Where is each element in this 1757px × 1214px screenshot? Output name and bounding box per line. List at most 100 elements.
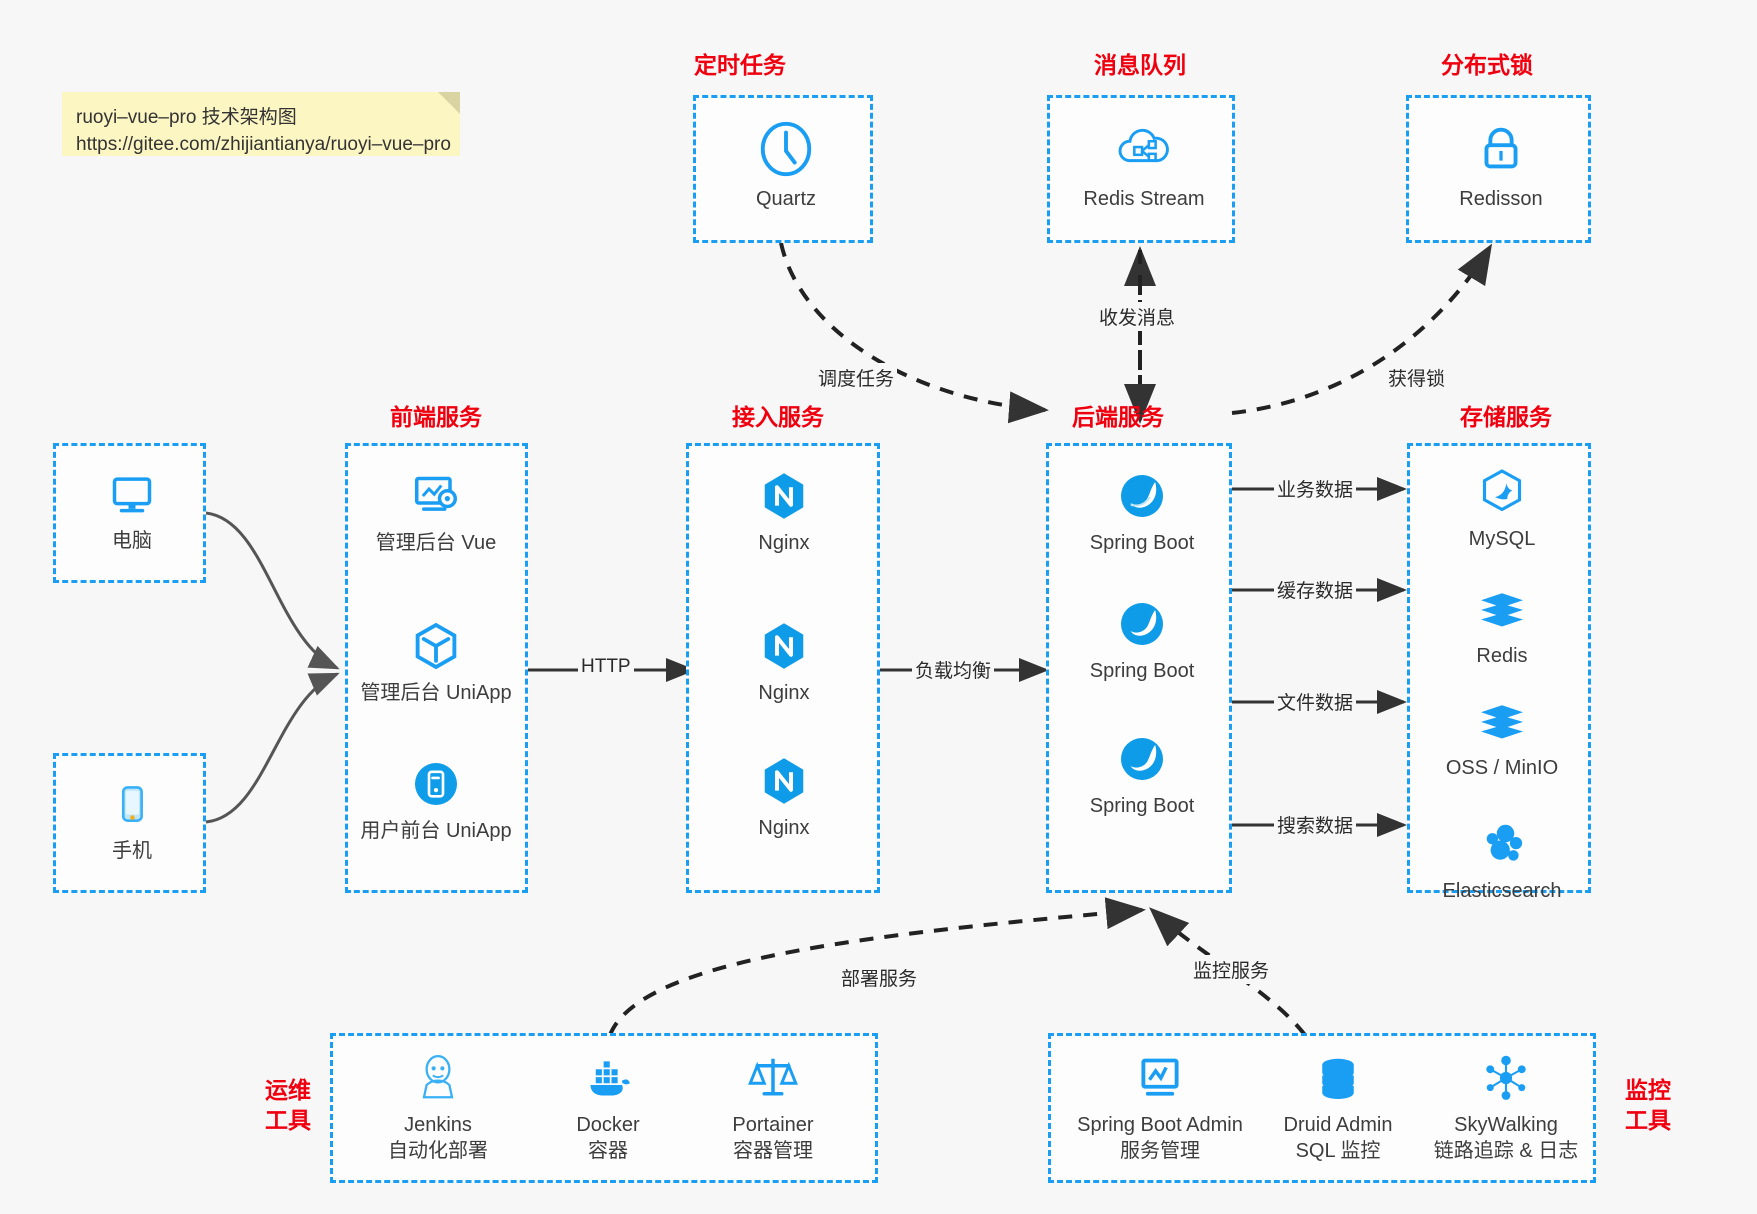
node-label: 管理后台 UniApp <box>360 682 512 704</box>
spring-icon <box>1121 603 1163 645</box>
group-box-client-mobile: 手机 <box>53 753 206 893</box>
node-admin-uniapp[interactable]: 管理后台 UniApp <box>351 618 521 706</box>
node-label: Portainer <box>732 1114 814 1136</box>
edge-label-cache-data: 缓存数据 <box>1274 575 1357 604</box>
nginx-icon <box>764 758 804 804</box>
devops-title-line-1: 运维 <box>265 1077 311 1103</box>
nginx-icon <box>764 473 804 519</box>
edge-label-load-balance: 负载均衡 <box>912 655 995 684</box>
node-label: 用户前台 UniApp <box>360 820 512 842</box>
node-label: Redis Stream <box>1083 188 1205 210</box>
lock-icon <box>1484 127 1518 169</box>
node-nginx-1[interactable]: Nginx <box>699 468 869 556</box>
group-title-mq: 消息队列 <box>1094 52 1186 78</box>
skywalking-icon <box>1486 1055 1526 1100</box>
node-label: Spring Boot Admin <box>1077 1114 1243 1136</box>
node-sublabel: 链路追踪 & 日志 <box>1433 1140 1579 1162</box>
node-label: 电脑 <box>112 530 152 552</box>
node-label: Jenkins <box>404 1114 472 1136</box>
node-user-uniapp[interactable]: 用户前台 UniApp <box>351 756 521 844</box>
edge-label-send-receive-msg: 收发消息 <box>1096 302 1179 331</box>
node-redisson[interactable]: Redisson <box>1416 118 1586 212</box>
node-nginx-2[interactable]: Nginx <box>699 618 869 706</box>
node-label: 手机 <box>112 840 152 862</box>
edge-label-monitor-service: 监控服务 <box>1190 955 1273 984</box>
node-label: Redisson <box>1459 188 1543 210</box>
devops-title-line-2: 工具 <box>265 1107 311 1133</box>
node-druid-admin[interactable]: Druid Admin SQL 监控 <box>1253 1050 1423 1164</box>
node-label: Druid Admin <box>1283 1114 1393 1136</box>
oss-icon <box>1481 705 1523 739</box>
node-skywalking[interactable]: SkyWalking 链路追踪 & 日志 <box>1421 1050 1591 1164</box>
database-icon <box>1322 1058 1354 1099</box>
monitor-chart-icon <box>1141 1058 1179 1096</box>
monitor-title-line-1: 监控 <box>1625 1077 1671 1103</box>
mysql-icon <box>1482 469 1522 512</box>
node-label: Redis <box>1476 645 1528 667</box>
node-mysql[interactable]: MySQL <box>1417 464 1587 552</box>
group-title-gateway: 接入服务 <box>732 404 824 430</box>
nginx-icon <box>764 623 804 669</box>
jenkins-icon <box>422 1054 454 1099</box>
cloud-stream-icon <box>1118 128 1169 163</box>
edge-label-schedule-task: 调度任务 <box>815 363 898 392</box>
node-label: Nginx <box>758 532 810 554</box>
node-redis-stream[interactable]: Redis Stream <box>1059 118 1229 212</box>
node-spring-boot-3[interactable]: Spring Boot <box>1057 731 1227 819</box>
group-title-devops: 运维 工具 <box>258 1075 318 1135</box>
node-nginx-3[interactable]: Nginx <box>699 753 869 841</box>
group-box-monitor: Spring Boot Admin 服务管理 Druid Admin SQL 监… <box>1048 1033 1596 1183</box>
group-box-devops: Jenkins 自动化部署 Docker 容器 <box>330 1033 878 1183</box>
node-label: Docker <box>576 1114 640 1136</box>
node-sublabel: 容器管理 <box>733 1140 813 1162</box>
node-label: OSS / MinIO <box>1445 757 1559 779</box>
spring-icon <box>1121 738 1163 780</box>
node-desktop[interactable]: 电脑 <box>47 466 217 554</box>
node-sublabel: SQL 监控 <box>1295 1140 1381 1162</box>
edge-label-deploy-service: 部署服务 <box>838 963 921 992</box>
node-spring-boot-1[interactable]: Spring Boot <box>1057 468 1227 556</box>
node-mobile[interactable]: 手机 <box>47 776 217 864</box>
node-portainer[interactable]: Portainer 容器管理 <box>688 1050 858 1164</box>
edge-label-search-data: 搜索数据 <box>1274 810 1357 839</box>
clock-icon <box>760 121 812 177</box>
node-sublabel: 自动化部署 <box>388 1140 488 1162</box>
node-label: Elasticsearch <box>1442 880 1562 902</box>
node-label: MySQL <box>1468 528 1536 550</box>
dashboard-icon <box>415 476 457 511</box>
node-sublabel: 容器 <box>588 1140 628 1162</box>
group-box-lock: Redisson <box>1406 95 1591 243</box>
node-spring-boot-admin[interactable]: Spring Boot Admin 服务管理 <box>1075 1050 1245 1164</box>
node-label: 管理后台 Vue <box>375 532 497 554</box>
redis-icon <box>1481 593 1523 627</box>
node-label: Nginx <box>758 817 810 839</box>
node-spring-boot-2[interactable]: Spring Boot <box>1057 596 1227 684</box>
group-title-scheduler: 定时任务 <box>694 52 786 78</box>
node-docker[interactable]: Docker 容器 <box>523 1050 693 1164</box>
note-fold-icon <box>438 92 460 114</box>
node-quartz[interactable]: Quartz <box>701 118 871 212</box>
node-admin-vue[interactable]: 管理后台 Vue <box>351 468 521 556</box>
group-box-backend: Spring Boot Spring Boot Spring Boot <box>1046 443 1232 893</box>
edge-label-acquire-lock: 获得锁 <box>1385 363 1449 392</box>
edge-label-business-data: 业务数据 <box>1274 474 1357 503</box>
node-label: Spring Boot <box>1089 660 1195 682</box>
node-redis[interactable]: Redis <box>1417 581 1587 669</box>
cube-icon <box>415 622 457 670</box>
node-jenkins[interactable]: Jenkins 自动化部署 <box>353 1050 523 1164</box>
group-box-frontend: 管理后台 Vue 管理后台 UniApp 用户前台 UniApp <box>345 443 528 893</box>
group-box-scheduler: Quartz <box>693 95 873 243</box>
group-box-gateway: Nginx Nginx Nginx <box>686 443 880 893</box>
node-oss-minio[interactable]: OSS / MinIO <box>1417 693 1587 781</box>
node-elasticsearch[interactable]: Elasticsearch <box>1417 816 1587 904</box>
group-title-backend: 后端服务 <box>1072 404 1164 430</box>
mobile-icon <box>121 786 143 822</box>
node-label: SkyWalking <box>1454 1114 1558 1136</box>
node-label: Quartz <box>755 188 817 210</box>
group-title-monitor: 监控 工具 <box>1618 1075 1678 1135</box>
group-box-storage: MySQL Redis OSS / MinIO <box>1407 443 1591 902</box>
edge-label-http: HTTP <box>578 655 634 679</box>
group-title-frontend: 前端服务 <box>390 404 482 430</box>
group-box-client-desktop: 电脑 <box>53 443 206 583</box>
